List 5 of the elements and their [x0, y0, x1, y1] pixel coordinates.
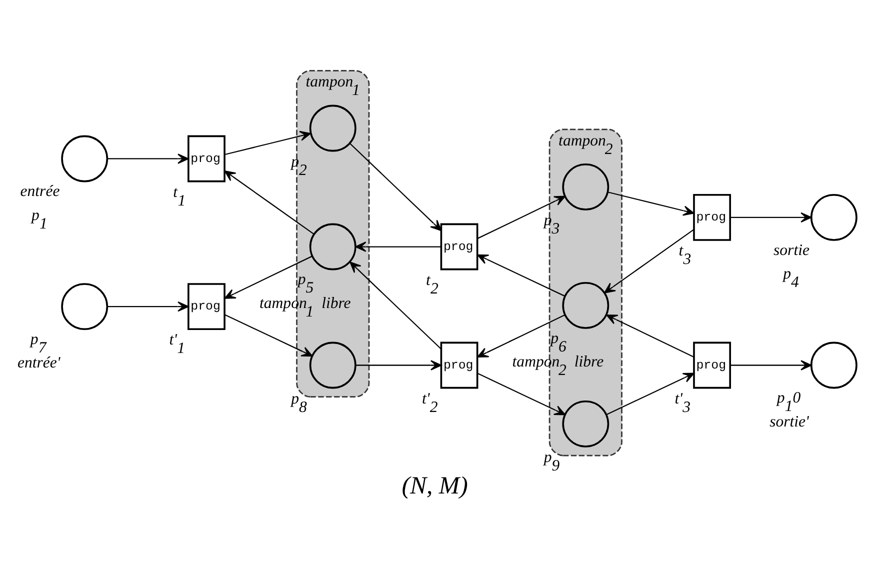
node-label: sortie: [773, 241, 809, 258]
node-label: entrée: [20, 182, 60, 200]
node-label: entrée': [16, 354, 60, 372]
node-label: sortie': [769, 412, 808, 430]
caption: (N, M): [401, 472, 468, 499]
